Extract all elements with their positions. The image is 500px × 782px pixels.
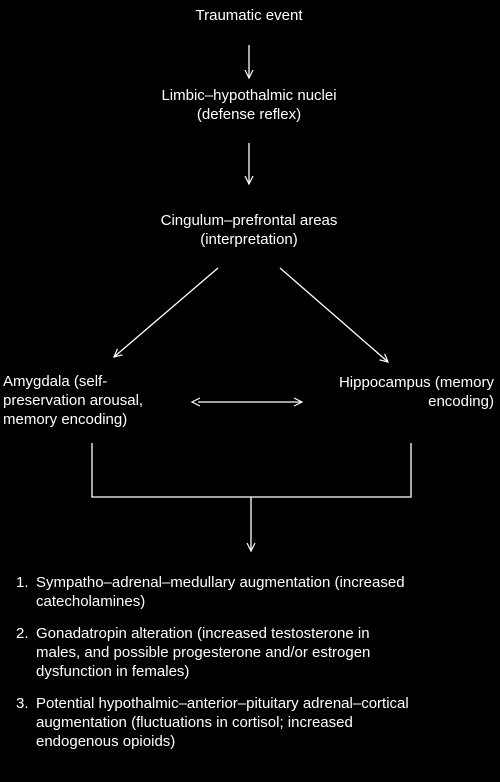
outcome-item: 2. Gonadatropin alteration (increased te… bbox=[16, 624, 496, 681]
node-hippocampus-line1: Hippocampus (memory bbox=[338, 374, 494, 391]
outcomes-list: 1. Sympatho–adrenal–medullary augmentati… bbox=[16, 573, 496, 764]
outcome-number: 2. bbox=[16, 625, 29, 642]
node-hippocampus-line2: encoding) bbox=[428, 393, 494, 410]
outcome-text: Gonadatropin alteration (increased testo… bbox=[36, 624, 496, 681]
outcome-3-line1: Potential hypothalmic–anterior–pituitary… bbox=[36, 695, 409, 712]
arrow-cingulum-to-hippocampus bbox=[279, 267, 388, 362]
node-amygdala: Amygdala (self- preservation arousal, me… bbox=[3, 372, 143, 429]
outcome-item: 1. Sympatho–adrenal–medullary augmentati… bbox=[16, 573, 496, 611]
outcome-2-line3: dysfunction in females) bbox=[36, 663, 190, 680]
node-amygdala-line3: memory encoding) bbox=[3, 411, 128, 428]
node-traumatic-event: Traumatic event bbox=[196, 6, 303, 25]
outcome-3-line2: augmentation (fluctuations in cortisol; … bbox=[36, 714, 353, 731]
outcome-2-line1: Gonadatropin alteration (increased testo… bbox=[36, 625, 370, 642]
arrow-cingulum-to-amygdala bbox=[114, 267, 219, 357]
node-limbic-line2: (defense reflex) bbox=[196, 106, 302, 123]
node-amygdala-line2: preservation arousal, bbox=[3, 392, 144, 409]
node-limbic-hypothalmic: Limbic–hypothalmic nuclei (defense refle… bbox=[161, 86, 336, 124]
outcome-item: 3. Potential hypothalmic–anterior–pituit… bbox=[16, 694, 496, 751]
merge-bracket bbox=[91, 443, 412, 498]
node-cingulum-line2: (interpretation) bbox=[200, 231, 298, 248]
outcome-2-line2: males, and possible progesterone and/or … bbox=[36, 644, 371, 661]
outcome-number: 3. bbox=[16, 695, 29, 712]
node-traumatic-event-label: Traumatic event bbox=[195, 7, 303, 24]
outcome-1-line2: catecholamines) bbox=[36, 593, 146, 610]
outcome-text: Sympatho–adrenal–medullary augmentation … bbox=[36, 573, 496, 611]
node-cingulum-prefrontal: Cingulum–prefrontal areas (interpretatio… bbox=[161, 211, 338, 249]
node-amygdala-line1: Amygdala (self- bbox=[3, 373, 108, 390]
node-hippocampus: Hippocampus (memory encoding) bbox=[339, 373, 494, 411]
outcome-1-line1: Sympatho–adrenal–medullary augmentation … bbox=[36, 574, 405, 591]
outcome-number: 1. bbox=[16, 574, 29, 591]
node-limbic-line1: Limbic–hypothalmic nuclei bbox=[161, 87, 337, 104]
outcome-3-line3: endogenous opioids) bbox=[36, 733, 176, 750]
outcome-text: Potential hypothalmic–anterior–pituitary… bbox=[36, 694, 496, 751]
node-cingulum-line1: Cingulum–prefrontal areas bbox=[160, 212, 338, 229]
